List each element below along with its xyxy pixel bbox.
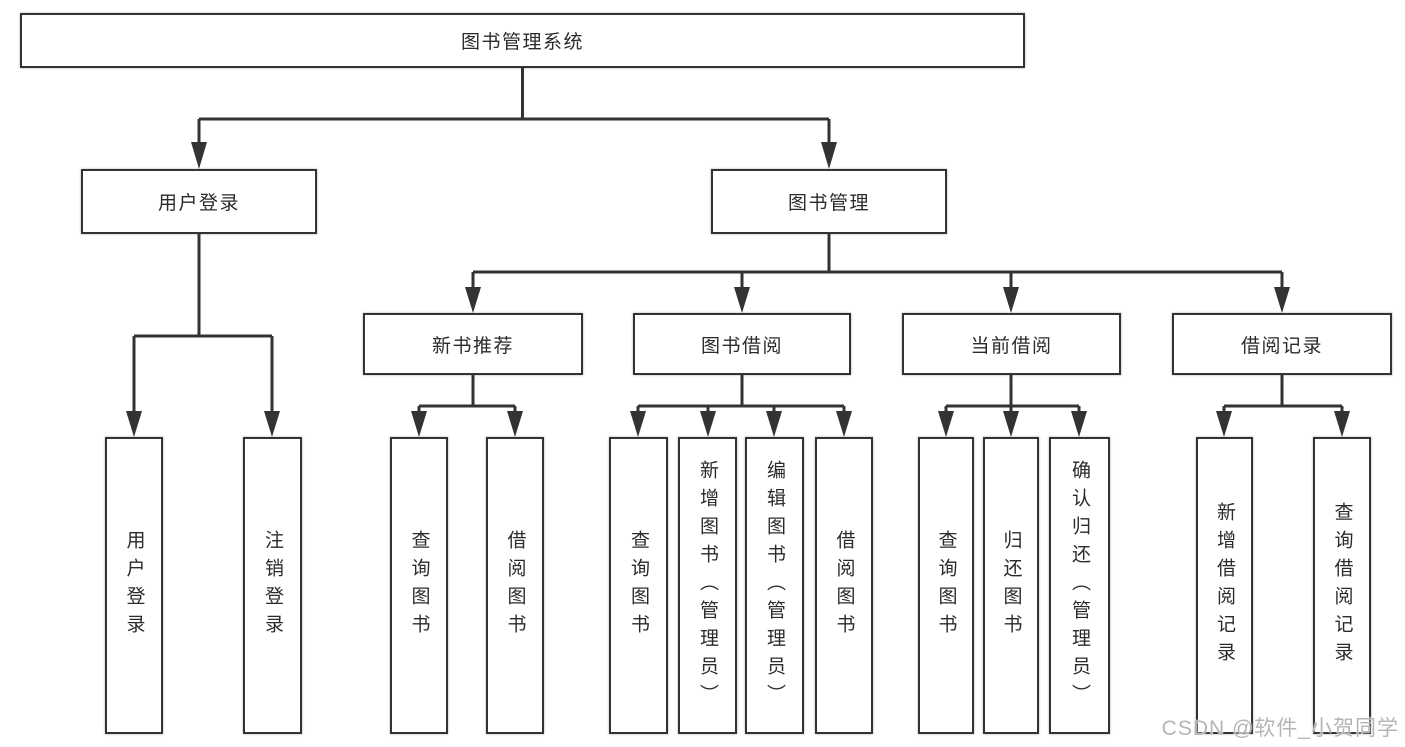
node-label: 注销登录 bbox=[262, 529, 283, 642]
node-borrow-records: 借阅记录 bbox=[1172, 313, 1392, 375]
connector-user-login-to-leaves bbox=[126, 234, 280, 437]
node-return-book: 归还图书 bbox=[983, 437, 1039, 734]
node-label: 当前借阅 bbox=[970, 335, 1053, 357]
node-label: 借阅图书 bbox=[504, 529, 526, 642]
node-label: 编辑图书（管理员） bbox=[764, 459, 785, 712]
node-confirm-return-admin: 确认归还（管理员） bbox=[1049, 437, 1110, 734]
node-logout: 注销登录 bbox=[243, 437, 302, 734]
node-query-book-borrowing: 查询图书 bbox=[609, 437, 668, 734]
connector-new-book-to-leaves bbox=[411, 375, 523, 437]
node-system-root: 图书管理系统 bbox=[20, 13, 1025, 68]
node-user-login-leaf: 用户登录 bbox=[105, 437, 163, 734]
node-label: 查询借阅记录 bbox=[1331, 501, 1353, 670]
node-borrow-book-recommend: 借阅图书 bbox=[486, 437, 544, 734]
node-label: 确认归还（管理员） bbox=[1069, 459, 1090, 712]
connector-book-borrow-to-leaves bbox=[630, 375, 852, 437]
node-query-book-current: 查询图书 bbox=[918, 437, 974, 734]
node-label: 查询图书 bbox=[408, 529, 430, 642]
node-new-book-recommend: 新书推荐 bbox=[363, 313, 583, 375]
node-book-borrowing: 图书借阅 bbox=[633, 313, 851, 375]
node-label: 图书借阅 bbox=[700, 335, 783, 357]
node-edit-book-admin: 编辑图书（管理员） bbox=[745, 437, 804, 734]
node-label: 查询图书 bbox=[935, 529, 957, 642]
node-book-management: 图书管理 bbox=[711, 169, 947, 234]
node-current-borrowing: 当前借阅 bbox=[902, 313, 1121, 375]
node-label: 用户登录 bbox=[123, 529, 145, 642]
node-label: 查询图书 bbox=[628, 529, 649, 642]
connector-current-borrow-to-leaves bbox=[938, 375, 1087, 437]
connector-root-to-level2 bbox=[191, 68, 837, 169]
node-label: 新增借阅记录 bbox=[1214, 501, 1235, 670]
node-label: 归还图书 bbox=[1000, 529, 1022, 642]
node-add-book-admin: 新增图书（管理员） bbox=[678, 437, 737, 734]
connector-borrow-records-to-leaves bbox=[1216, 375, 1350, 437]
node-label: 用户登录 bbox=[157, 193, 240, 214]
node-label: 新书推荐 bbox=[431, 335, 514, 357]
node-query-borrow-record: 查询借阅记录 bbox=[1313, 437, 1371, 734]
node-query-book-recommend: 查询图书 bbox=[390, 437, 448, 734]
node-label: 新增图书（管理员） bbox=[697, 459, 718, 712]
node-borrow-book: 借阅图书 bbox=[815, 437, 873, 734]
connector-book-mgmt-to-level3 bbox=[465, 234, 1290, 313]
node-label: 借阅图书 bbox=[833, 529, 855, 642]
node-label: 借阅记录 bbox=[1240, 335, 1323, 357]
node-add-borrow-record: 新增借阅记录 bbox=[1196, 437, 1253, 734]
node-label: 图书管理 bbox=[787, 193, 870, 214]
node-user-login: 用户登录 bbox=[81, 169, 317, 234]
node-label: 图书管理系统 bbox=[460, 32, 584, 53]
